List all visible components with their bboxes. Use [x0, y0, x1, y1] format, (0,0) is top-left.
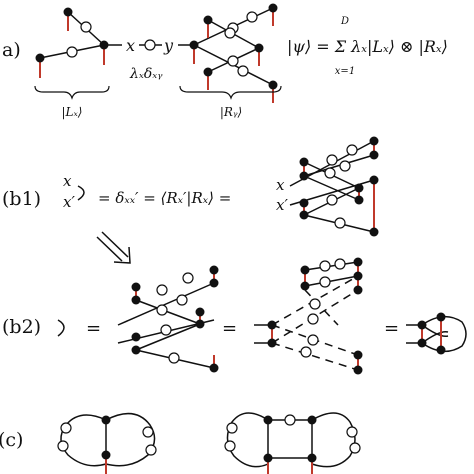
bond-right-label: y [163, 36, 174, 55]
panel-c: (c) [0, 412, 361, 474]
c-ring-network-2 [224, 412, 361, 474]
contracted-right-network [289, 136, 379, 237]
panel-b1-label: (b1) [2, 188, 41, 210]
b2-equals-2: = [222, 318, 237, 339]
schmidt-equation: |ψ⟩ = Σ λₓ|Lₓ⟩ ⊗ |Rₓ⟩ [287, 37, 448, 56]
c-ring-network-1 [57, 412, 157, 474]
contraction-x-label: x [63, 172, 72, 190]
panel-a-label: a) [2, 39, 21, 61]
left-brace-label: |Lₓ⟩ [62, 105, 83, 119]
right-state-network [178, 3, 278, 103]
implication-arrow-icon [96, 231, 131, 264]
sum-upper-limit: D [340, 16, 349, 27]
panel-a: a) |Lₓ⟩ x y λₓδₓᵧ [2, 3, 448, 119]
panel-c-label: (c) [0, 429, 23, 451]
left-state-network [35, 7, 122, 78]
panel-b2-label: (b2) [2, 316, 41, 338]
panel-b1: (b1) x x′ = δₓₓ′ = ⟨Rₓ′|Rₓ⟩ = x x′ [2, 136, 379, 237]
b2-network-1 [117, 265, 219, 373]
bond-left-label: x [126, 36, 135, 55]
b2-equals-1: = [86, 318, 101, 339]
contraction-xprime-label: x′ [63, 193, 75, 211]
orthonormality-equation: = δₓₓ′ = ⟨Rₓ′|Rₓ⟩ = [98, 189, 231, 207]
b2-bond-contraction-arc [57, 319, 65, 337]
panel-b2: (b2) = [2, 257, 467, 375]
sum-lower-limit: x=1 [335, 66, 355, 77]
right-brace [179, 85, 282, 100]
diagram-xprime-label: x′ [276, 196, 288, 214]
b2-network-3 [406, 312, 467, 355]
left-brace [34, 85, 110, 100]
bond-weight-label: λₓδₓᵧ [129, 66, 163, 82]
bond-weight-node [144, 39, 156, 51]
diagram-x-label: x [276, 176, 285, 194]
bond-contraction-arc [77, 185, 85, 201]
b2-equals-3: = [384, 318, 399, 339]
b2-network-2 [254, 257, 363, 375]
right-brace-label: |Rᵧ⟩ [220, 105, 242, 119]
